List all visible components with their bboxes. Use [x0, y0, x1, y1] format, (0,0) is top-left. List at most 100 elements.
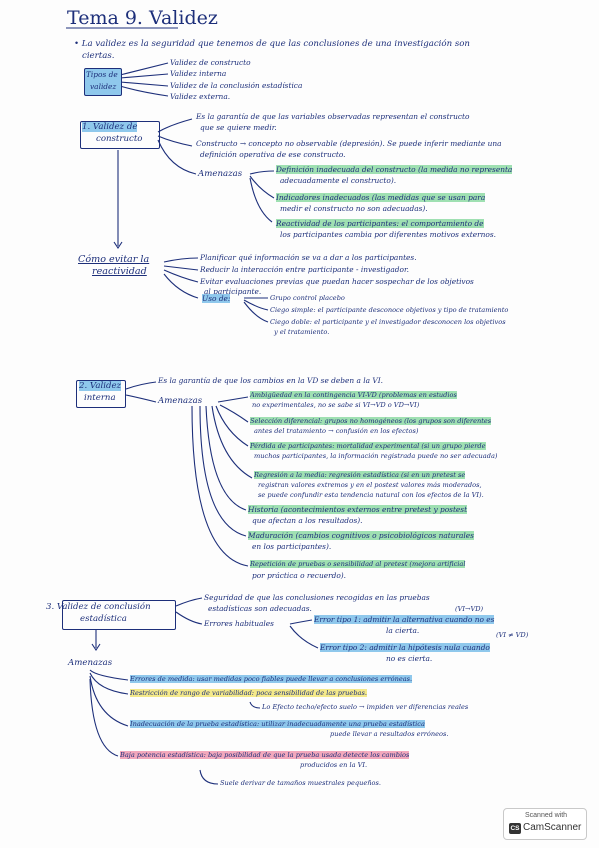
constructo-a1-2: adecuadamente el constructo). — [280, 176, 397, 185]
estadistica-e1-2: la cierta. — [386, 626, 420, 635]
constructo-a2-1: Indicadores inadecuados (las medidas que… — [276, 193, 486, 202]
interna-t2-1: Selección diferencial: grupos no homogén… — [250, 417, 492, 425]
constructo-label-1-text: 1. Validez de — [82, 122, 138, 132]
tipos-item-4: Validez externa. — [170, 92, 231, 101]
interna-t4-1-text: Regresión a la media: regresión estadíst… — [254, 471, 466, 479]
estadistica-label-1-text: 3. Validez de conclusión — [46, 602, 151, 612]
interna-t7-1-text: Repetición de pruebas o sensibilidad al … — [250, 560, 466, 568]
interna-t7-1: Repetición de pruebas o sensibilidad al … — [250, 560, 466, 568]
constructo-box — [80, 121, 160, 149]
interna-t3-2: muchos participantes, la información reg… — [254, 452, 498, 460]
interna-t5-1-text: Historia (acontecimientos externos entre… — [248, 505, 468, 514]
estadistica-amenazas: Amenazas — [68, 658, 113, 668]
estadistica-e1-note: (VI→VD) — [455, 605, 484, 613]
reactividad-u3-1: Ciego doble: el participante y el invest… — [270, 318, 506, 326]
constructo-a2-2: medir el constructo no son adecuadas). — [280, 204, 428, 213]
reactividad-uso: Uso de: — [202, 294, 231, 303]
estadistica-def-1: Seguridad de que las conclusiones recogi… — [204, 593, 430, 602]
estadistica-m4-1-text: Inadecuación de la prueba estadística: u… — [130, 720, 425, 728]
reactividad-u1: Grupo control placebo — [270, 294, 345, 302]
constructo-a2-1-text: Indicadores inadecuados (las medidas que… — [276, 193, 486, 202]
reactividad-label-2: reactividad — [92, 266, 147, 277]
constructo-a1-1: Definición inadecuada del constructo (la… — [276, 165, 513, 174]
interna-t6-2: en los participantes). — [252, 542, 332, 551]
interna-t1-1-text: Ambigüedad en la contingencia VI-VD (pro… — [250, 391, 457, 399]
tipos-item-2: Validez interna — [170, 69, 227, 78]
reactividad-r1: Planificar qué información se va a dar a… — [200, 253, 417, 262]
estadistica-m3: Lo Efecto techo/efecto suelo → impiden v… — [262, 703, 469, 711]
interna-t3-1-text: Pérdida de participantes: mortalidad exp… — [250, 442, 486, 450]
constructo-a3-1: Reactividad de los participantes: el com… — [276, 219, 484, 228]
interna-t5-1: Historia (acontecimientos externos entre… — [248, 505, 468, 514]
estadistica-e2-1: Error tipo 2: admitir la hipótesis nula … — [320, 643, 490, 652]
tipos-box — [84, 68, 122, 96]
interna-t7-2: por práctica o recuerdo). — [252, 571, 347, 580]
badge-brand-text: CamScanner — [523, 822, 582, 833]
estadistica-errores: Errores habituales — [204, 619, 274, 628]
tipos-label-1: Tipos de — [86, 70, 118, 79]
reactividad-u3-2: y el tratamiento. — [274, 328, 330, 336]
tipos-label-2: validez — [90, 82, 117, 91]
constructo-def-1: Es la garantía de que las variables obse… — [196, 112, 470, 121]
constructo-label-2: constructo — [96, 134, 143, 144]
interna-amenazas: Amenazas — [158, 396, 203, 406]
reactividad-r3-2: al participante. — [204, 287, 262, 296]
interna-t1-2: no experimentales, no se sabe si VI→VD o… — [252, 401, 420, 409]
estadistica-m5-1-text: Baja potencia estadística: baja posibili… — [120, 751, 410, 759]
interna-t3-1: Pérdida de participantes: mortalidad exp… — [250, 442, 486, 450]
constructo-def-2: que se quiere medir. — [200, 123, 277, 132]
estadistica-e2-1-text: Error tipo 2: admitir la hipótesis nula … — [320, 643, 490, 652]
interna-t6-1-text: Maduración (cambios cognitivos o psicobi… — [248, 531, 474, 540]
tipos-item-1: Validez de constructo — [170, 58, 251, 67]
constructo-c-2: definición operativa de ese constructo. — [200, 150, 346, 159]
estadistica-m2-text: Restricción de rango de variabilidad: po… — [130, 689, 367, 697]
interna-t5-2: que afectan a los resultados). — [252, 516, 363, 525]
interna-label-2: interna — [84, 393, 116, 403]
interna-t4-1: Regresión a la media: regresión estadíst… — [254, 471, 466, 479]
reactividad-u2: Ciego simple: el participante desconoce … — [270, 306, 509, 314]
estadistica-m1: Errores de medida: usar medidas poco fia… — [130, 675, 413, 683]
constructo-a3-2: los participantes cambia por diferentes … — [280, 230, 496, 239]
estadistica-m5-1: Baja potencia estadística: baja posibili… — [120, 751, 410, 759]
constructo-amenazas: Amenazas — [198, 169, 243, 179]
estadistica-m2: Restricción de rango de variabilidad: po… — [130, 689, 367, 697]
camscanner-badge: Scanned with CS CamScanner — [503, 808, 587, 840]
estadistica-e1-1: Error tipo 1: admitir la alternativa cua… — [314, 615, 495, 624]
reactividad-r3-1: Evitar evaluaciones previas que puedan h… — [200, 277, 474, 286]
reactividad-label-1: Cómo evitar la — [78, 254, 150, 265]
constructo-a3-1-text: Reactividad de los participantes: el com… — [276, 219, 484, 228]
estadistica-label-1: 3. Validez de conclusión — [46, 603, 151, 612]
intro-line-1: • La validez es la seguridad que tenemos… — [74, 39, 470, 49]
tipos-item-3: Validez de la conclusión estadística — [170, 81, 303, 90]
constructo-a1-1-text: Definición inadecuada del constructo (la… — [276, 165, 513, 174]
interna-t4-3: se puede confundir esta tendencia natura… — [258, 491, 484, 499]
interna-label-1: 2. Validez — [79, 381, 122, 391]
interna-t2-2: antes del tratamiento → confusión en los… — [254, 427, 419, 435]
camscanner-logo-icon: CS — [509, 823, 521, 834]
estadistica-e2-2: no es cierta. — [386, 654, 433, 663]
estadistica-def-2: estadísticas son adecuadas. — [208, 604, 312, 613]
interna-label-1-text: 2. Validez — [79, 381, 122, 391]
reactividad-uso-text: Uso de: — [202, 294, 231, 303]
estadistica-m4-1: Inadecuación de la prueba estadística: u… — [130, 720, 425, 728]
interna-t6-1: Maduración (cambios cognitivos o psicobi… — [248, 531, 474, 540]
badge-scanned-text: Scanned with — [525, 812, 568, 819]
estadistica-m5-2: producidos en la VI. — [300, 761, 368, 769]
estadistica-e1-1-text: Error tipo 1: admitir la alternativa cua… — [314, 615, 495, 624]
estadistica-m1-text: Errores de medida: usar medidas poco fia… — [130, 675, 413, 683]
estadistica-box — [62, 600, 176, 630]
intro-line-2: ciertas. — [82, 51, 115, 61]
interna-t1-1: Ambigüedad en la contingencia VI-VD (pro… — [250, 391, 457, 399]
constructo-label-1: 1. Validez de — [82, 122, 138, 132]
reactividad-r2: Reducir la interacción entre participant… — [200, 265, 410, 274]
constructo-c-1: Constructo → concepto no observable (dep… — [196, 139, 502, 148]
interna-def: Es la garantía de que los cambios en la … — [158, 376, 383, 385]
estadistica-m6: Suele derivar de tamaños muestrales pequ… — [220, 779, 381, 787]
interna-box — [76, 380, 126, 408]
estadistica-e2-note: (VI ≠ VD) — [496, 631, 529, 639]
page-title: Tema 9. Validez — [67, 7, 218, 29]
interna-t4-2: registran valores extremos y en el poste… — [258, 481, 482, 489]
estadistica-label-2: estadística — [80, 614, 127, 624]
